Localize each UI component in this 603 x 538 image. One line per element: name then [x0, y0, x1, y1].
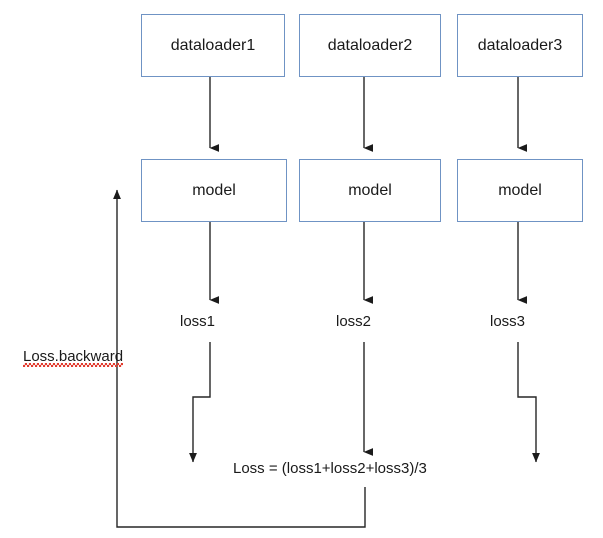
- label-aggregate-loss-text: Loss = (loss1+loss2+loss3)/3: [233, 460, 427, 477]
- node-dataloader2-label: dataloader2: [327, 36, 413, 54]
- node-model3-label: model: [498, 181, 542, 199]
- label-aggregate-loss: Loss = (loss1+loss2+loss3)/3: [233, 461, 427, 476]
- label-loss1: loss1: [180, 314, 215, 329]
- label-loss-backward-text: Loss.backward: [23, 348, 124, 365]
- spellcheck-squiggle-underline: [23, 363, 124, 367]
- label-loss-backward: Loss.backward: [23, 348, 124, 367]
- edge-loss1-to-aggregate: [189, 342, 211, 463]
- node-dataloader3[interactable]: dataloader3: [457, 14, 583, 77]
- label-loss3: loss3: [490, 314, 525, 329]
- node-model1-label: model: [192, 181, 236, 199]
- node-dataloader1-label: dataloader1: [170, 36, 256, 54]
- node-dataloader1[interactable]: dataloader1: [141, 14, 285, 77]
- edge-backward-feedback: [113, 189, 366, 528]
- node-model2-label: model: [348, 181, 392, 199]
- node-dataloader3-label: dataloader3: [477, 36, 563, 54]
- label-loss3-text: loss3: [490, 313, 526, 330]
- label-loss2-text: loss2: [336, 313, 372, 330]
- label-loss2: loss2: [336, 314, 371, 329]
- node-model3[interactable]: model: [457, 159, 583, 222]
- label-loss1-text: loss1: [180, 313, 216, 330]
- node-model2[interactable]: model: [299, 159, 441, 222]
- edge-loss3-to-aggregate: [517, 342, 540, 463]
- node-model1[interactable]: model: [141, 159, 287, 222]
- node-dataloader2[interactable]: dataloader2: [299, 14, 441, 77]
